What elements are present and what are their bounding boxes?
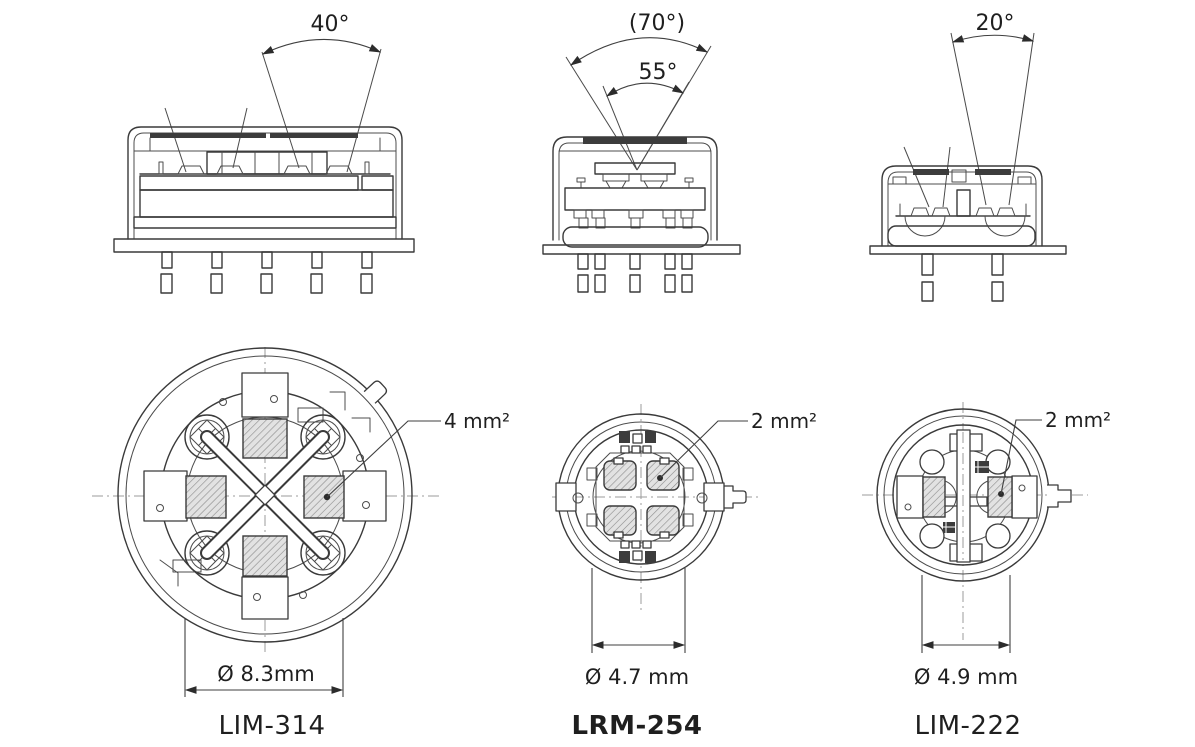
lrm254-pins xyxy=(577,253,693,293)
connector-pads xyxy=(619,431,656,563)
lim314-pins xyxy=(160,251,373,294)
area-annotation-lim222: 2 mm² xyxy=(998,408,1111,497)
lim314-side-view: 40° xyxy=(113,12,415,294)
window-strip xyxy=(583,137,687,144)
leader-line xyxy=(326,420,441,498)
lim222-side-view: 20° xyxy=(869,11,1067,302)
part-name-lim314: LIM-314 xyxy=(218,711,325,741)
orientation-tab xyxy=(1047,484,1072,508)
lim222-can xyxy=(869,165,1067,255)
active-area-label-lim222: 2 mm² xyxy=(1045,408,1111,432)
lrm254-side-view: (70°) 55° xyxy=(542,11,741,293)
window-strip xyxy=(913,169,949,175)
flange xyxy=(113,238,415,253)
part-name-lrm254: LRM-254 xyxy=(571,711,702,741)
fov-angle-secondary-label-lrm254: (70°) xyxy=(629,11,685,36)
fov-arc-55 xyxy=(606,82,685,97)
thermistor-chips xyxy=(943,461,989,533)
lim222-top-view: 2 mm² Ø 4.9 mm LIM-222 xyxy=(862,402,1111,741)
side-mounts xyxy=(555,467,725,527)
lim314-top-view: 4 mm² Ø 8.3mm LIM-314 xyxy=(92,347,510,741)
sensor-chips xyxy=(185,418,345,577)
leader-line xyxy=(1000,419,1042,495)
chip-frame xyxy=(595,452,685,542)
sensor-chip xyxy=(242,535,288,577)
fov-arc-20 xyxy=(951,34,1035,43)
diameter-label-lim222: Ø 4.9 mm xyxy=(914,665,1018,689)
sensor-element xyxy=(975,207,995,217)
sensor-chip xyxy=(242,418,288,459)
sensor-element xyxy=(996,207,1016,217)
part-name-lim222: LIM-222 xyxy=(914,711,1021,741)
sensor-chip xyxy=(922,476,946,518)
sensor-chip xyxy=(603,460,637,491)
fov-angle-label-lrm254: 55° xyxy=(639,60,678,85)
fov-arc-40 xyxy=(261,38,382,55)
sensor-chips xyxy=(922,476,1013,518)
sensor-element xyxy=(910,207,930,217)
sensor-chip xyxy=(987,476,1013,518)
sensor-chip xyxy=(603,505,637,536)
diameter-label-lim314: Ø 8.3mm xyxy=(217,662,315,686)
active-area-label-lim314: 4 mm² xyxy=(444,409,510,433)
pedestal xyxy=(562,226,709,248)
fov-angle-label-lim222: 20° xyxy=(976,11,1015,36)
window-strip xyxy=(150,133,266,138)
diameter-label-lrm254: Ø 4.7 mm xyxy=(585,665,689,689)
mount-bumps xyxy=(919,449,1011,549)
sensor-element xyxy=(325,165,353,175)
sensor-chip xyxy=(185,475,227,519)
lim222-pins xyxy=(921,253,1004,302)
lim314-can xyxy=(113,126,415,253)
area-annotation-lim314: 4 mm² xyxy=(323,409,510,501)
sensor-element xyxy=(216,165,244,175)
sensor-element xyxy=(283,165,311,175)
lrm254-fov-lines xyxy=(565,37,712,171)
fov-arc-70 xyxy=(570,37,709,66)
flange xyxy=(542,244,741,255)
flange xyxy=(869,245,1067,255)
diameter-dimension-lim222: Ø 4.9 mm xyxy=(914,575,1018,689)
lrm254-can xyxy=(542,136,741,255)
orientation-tab xyxy=(363,380,388,404)
active-area-label-lrm254: 2 mm² xyxy=(751,409,817,433)
diameter-dimension-lim314: Ø 8.3mm xyxy=(184,618,344,697)
sensor-chip xyxy=(646,505,680,536)
fov-angle-label-lim314: 40° xyxy=(311,12,350,37)
sensor-element xyxy=(931,207,951,217)
window-strip xyxy=(975,169,1011,175)
lrm254-top-view: 2 mm² Ø 4.7 mm LRM-254 xyxy=(552,404,817,741)
window-strip xyxy=(270,133,358,138)
leader-line xyxy=(659,420,748,479)
lim222-fov-lines xyxy=(903,32,1035,208)
can-outline xyxy=(117,347,413,643)
diameter-dimension-lrm254: Ø 4.7 mm xyxy=(585,568,689,689)
x-bridge xyxy=(200,430,330,560)
orientation-tab xyxy=(723,485,747,509)
area-annotation-lrm254: 2 mm² xyxy=(657,409,817,481)
sensor-element xyxy=(177,165,205,175)
